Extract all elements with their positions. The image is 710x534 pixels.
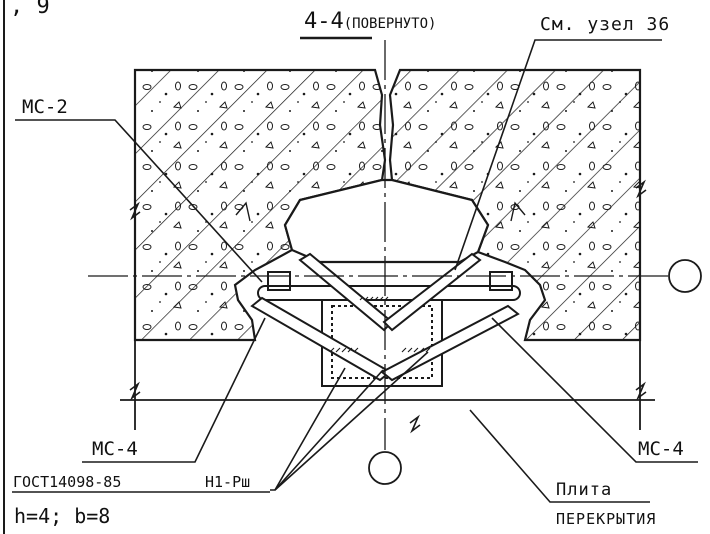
axis-marker-bottom [368, 451, 402, 485]
leader-lines [12, 36, 698, 503]
weld-dimensions: h=4; b=8 [14, 504, 111, 528]
connecting-bar [257, 285, 521, 301]
section-title: 4-4(ПОВЕРНУТО) [304, 11, 436, 33]
node-reference-callout: См. узел 36 [540, 14, 671, 35]
joint-key-opening [283, 178, 490, 264]
rebar-hooks [235, 201, 526, 222]
floor-slab [120, 340, 655, 430]
axis-marker-right [668, 259, 702, 293]
weld-marks [329, 296, 431, 353]
slab-label-line2: перекрытия [556, 510, 657, 528]
left-concrete-slab [133, 68, 387, 342]
diagonal-bars [250, 252, 520, 382]
section-note: (ПОВЕРНУТО) [343, 16, 437, 32]
mc2-callout: МС-2 [22, 96, 68, 118]
section-number: 4-4 [304, 9, 344, 34]
slab-label-line1: Плита [556, 480, 613, 500]
mc4-left-callout: МС-4 [92, 438, 138, 460]
axes [88, 40, 668, 450]
top-fragment-text: , 9 [10, 0, 50, 19]
mc4-right-callout: МС-4 [638, 438, 684, 460]
gost-callout: ГОСТ14098-85 [13, 473, 122, 491]
weld-callout: Н1-Рш [205, 473, 251, 491]
